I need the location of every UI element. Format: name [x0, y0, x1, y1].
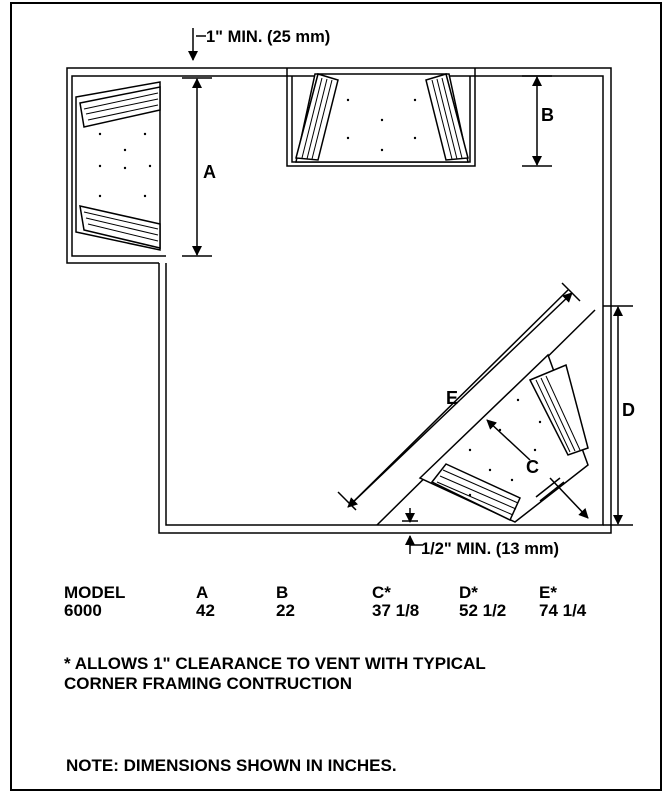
fireplace-unit-top	[295, 73, 469, 163]
bottom-clearance-label: 1/2" MIN. (13 mm)	[421, 540, 559, 558]
cell-model: 6000	[64, 601, 102, 620]
footnote-line2: CORNER FRAMING CONTRUCTION	[64, 674, 353, 693]
header-b: B	[276, 583, 289, 602]
dimension-e	[337, 282, 581, 511]
dimension-a	[182, 77, 212, 257]
dimension-d-label: D	[622, 400, 635, 420]
header-d: D*	[459, 583, 478, 602]
drawing-frame	[10, 2, 662, 791]
dimension-c	[486, 419, 589, 519]
top-clearance-callout	[188, 28, 206, 61]
footnote-line1: * ALLOWS 1" CLEARANCE TO VENT WITH TYPIC…	[64, 654, 486, 673]
cell-b: 22	[276, 601, 295, 620]
cell-a: 42	[196, 601, 215, 620]
header-e: E*	[539, 583, 557, 602]
dimension-c-label: C	[526, 457, 539, 477]
header-a: A	[196, 583, 209, 602]
dimension-a-label: A	[203, 162, 216, 182]
dimension-b	[522, 75, 552, 167]
fireplace-unit-left	[75, 81, 161, 251]
footnote: * ALLOWS 1" CLEARANCE TO VENT WITH TYPIC…	[64, 654, 486, 694]
left-alcove	[66, 67, 166, 264]
cell-e: 74 1/4	[539, 601, 587, 620]
bottom-clearance-callout	[402, 508, 422, 554]
fireplace-unit-corner	[418, 353, 589, 523]
dimensions-note: NOTE: DIMENSIONS SHOWN IN INCHES.	[66, 756, 397, 775]
header-model: MODEL	[64, 583, 126, 602]
cell-d: 52 1/2	[459, 601, 507, 620]
dimension-d	[603, 305, 633, 526]
dimension-b-label: B	[541, 105, 554, 125]
top-clearance-label: 1" MIN. (25 mm)	[206, 28, 330, 46]
header-c: C*	[372, 583, 391, 602]
dimension-e-label: E	[446, 388, 458, 408]
cell-c: 37 1/8	[372, 601, 420, 620]
